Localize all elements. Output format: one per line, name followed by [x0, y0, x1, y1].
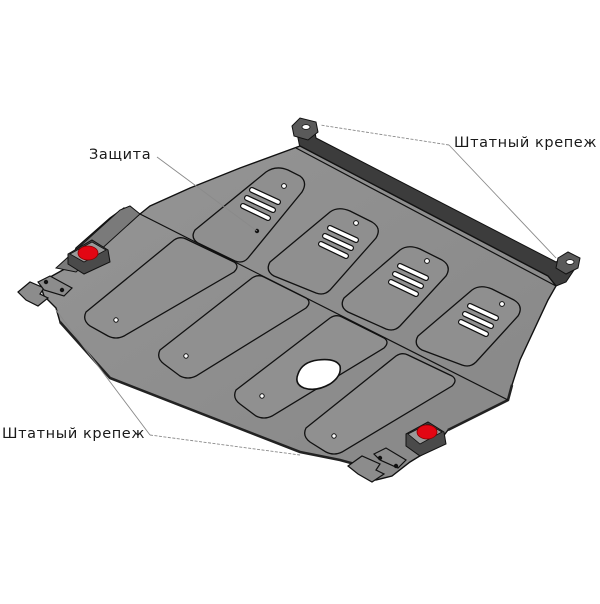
front-right-mount-tab — [347, 447, 407, 483]
top-mount-bracket-left — [291, 117, 319, 141]
recess-holes — [113, 317, 337, 439]
red-plug-left — [67, 239, 111, 275]
red-plug-right — [405, 421, 447, 457]
vent-panels — [192, 167, 521, 367]
label-protection: Защита — [89, 147, 152, 163]
recess-1 — [84, 237, 238, 339]
front-left-mount-tab — [17, 275, 73, 307]
vent-panel-1 — [192, 167, 306, 263]
leader-mount-right-b — [448, 144, 557, 259]
leader-protection — [156, 156, 258, 232]
vent-panel-3 — [341, 246, 449, 331]
leader-mount-left-b — [149, 434, 301, 456]
recess-2 — [158, 275, 310, 379]
label-mount-right: Штатный крепеж — [454, 135, 597, 151]
top-mount-bracket-right — [555, 251, 581, 275]
leader-mount-left-a — [55, 309, 151, 436]
service-hole — [296, 358, 342, 391]
vent-panel-4 — [415, 286, 521, 367]
label-mount-left: Штатный крепеж — [2, 426, 145, 442]
leader-lines — [55, 124, 557, 456]
leader-mount-right-a — [319, 124, 450, 146]
recess-4 — [304, 353, 456, 455]
vent-panel-2 — [267, 208, 379, 295]
